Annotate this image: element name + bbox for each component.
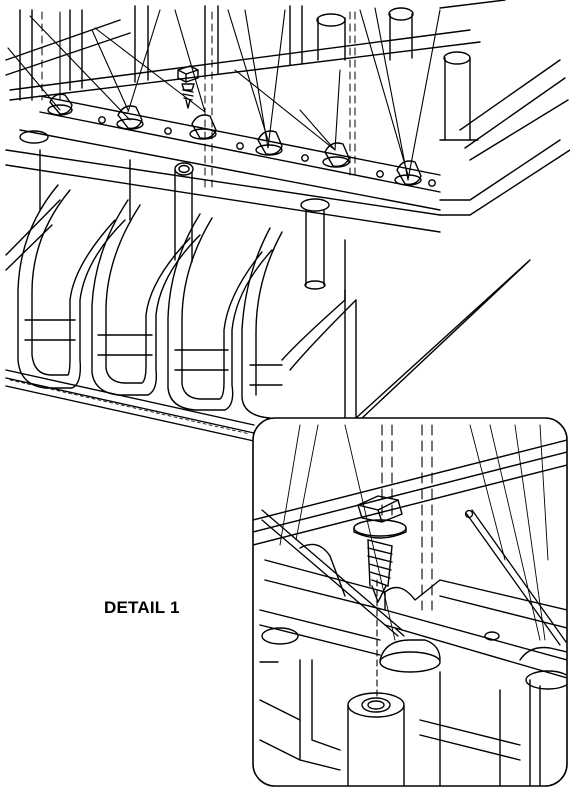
rail-clips — [47, 93, 422, 186]
washer-icon — [347, 692, 405, 786]
detail-frame — [252, 417, 568, 787]
bottom-flange — [5, 369, 255, 442]
detail-clips — [379, 639, 567, 786]
front-block — [344, 259, 531, 421]
detail-label: DETAIL 1 — [104, 598, 180, 617]
tie-wires-main — [7, 7, 441, 181]
vertical-posts — [19, 5, 479, 141]
detail-tie-wires — [261, 509, 567, 646]
detail-lower-structure — [259, 659, 521, 786]
hex-screw-icon — [177, 65, 199, 109]
holes-main — [19, 130, 330, 212]
detail-clip-base — [259, 543, 567, 679]
detail-view — [253, 424, 567, 786]
detail-back-rails — [253, 439, 567, 546]
center-posts — [39, 149, 326, 290]
hex-screw-detail — [353, 495, 407, 603]
main-view — [5, 0, 570, 442]
back-wall — [5, 0, 569, 161]
clip-rail — [19, 95, 441, 211]
